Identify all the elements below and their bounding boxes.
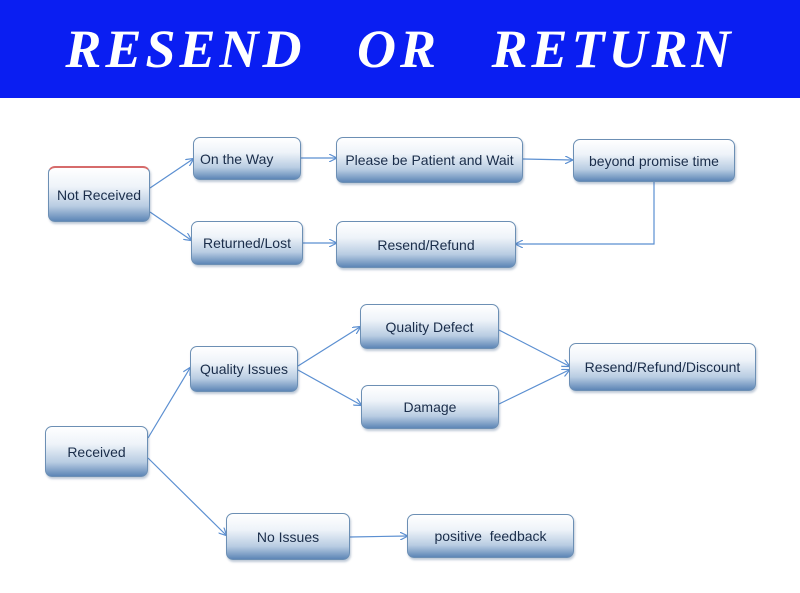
arrow-quality-damage [297, 369, 361, 405]
node-please-wait-label: Please be Patient and Wait [345, 152, 514, 168]
node-quality-issues-label: Quality Issues [200, 361, 288, 377]
node-resend-refund: Resend/Refund [336, 221, 516, 268]
node-quality-defect-label: Quality Defect [385, 318, 474, 335]
arrow-damage-resend [498, 370, 569, 405]
node-resend-refund-label: Resend/Refund [377, 236, 475, 253]
node-positive-feedback-label: positive feedback [434, 528, 547, 544]
arrow-received-noissues [147, 457, 226, 535]
node-beyond-promise-time-label: beyond promise time [589, 152, 719, 169]
node-beyond-promise-time: beyond promise time [573, 139, 735, 182]
node-returned-lost-label: Returned/Lost [203, 235, 291, 251]
arrow-notreceived-returned [149, 211, 191, 240]
arrow-beyond-resend [516, 182, 655, 244]
node-received: Received [45, 426, 148, 477]
node-damage-label: Damage [403, 399, 457, 415]
node-no-issues: No Issues [226, 513, 350, 560]
node-please-wait: Please be Patient and Wait [336, 137, 523, 183]
arrow-notreceived-ontheway [149, 159, 193, 189]
node-not-received: Not Received [48, 166, 150, 222]
node-positive-feedback: positive feedback [407, 514, 574, 558]
arrow-quality-defect [297, 327, 360, 367]
title-banner [0, 0, 800, 98]
node-on-the-way-label: On the Way [200, 150, 274, 167]
arrow-wait-beyond [522, 159, 572, 160]
node-damage: Damage [361, 385, 499, 429]
node-resend-refund-discount: Resend/Refund/Discount [569, 343, 756, 391]
node-received-label: Received [67, 443, 126, 460]
node-quality-defect: Quality Defect [360, 304, 499, 349]
node-not-received-label: Not Received [56, 186, 142, 203]
arrow-received-quality [147, 368, 190, 439]
node-no-issues-label: No Issues [256, 528, 320, 545]
node-resend-refund-discount-label: Resend/Refund/Discount [584, 359, 741, 375]
arrow-defect-resend [498, 329, 569, 366]
page-title: RESEND OR RETURN [65, 19, 735, 79]
node-returned-lost: Returned/Lost [191, 221, 303, 265]
node-quality-issues: Quality Issues [190, 346, 298, 392]
node-on-the-way: On the Way [193, 137, 301, 180]
arrow-noissues-feedback [349, 536, 407, 537]
